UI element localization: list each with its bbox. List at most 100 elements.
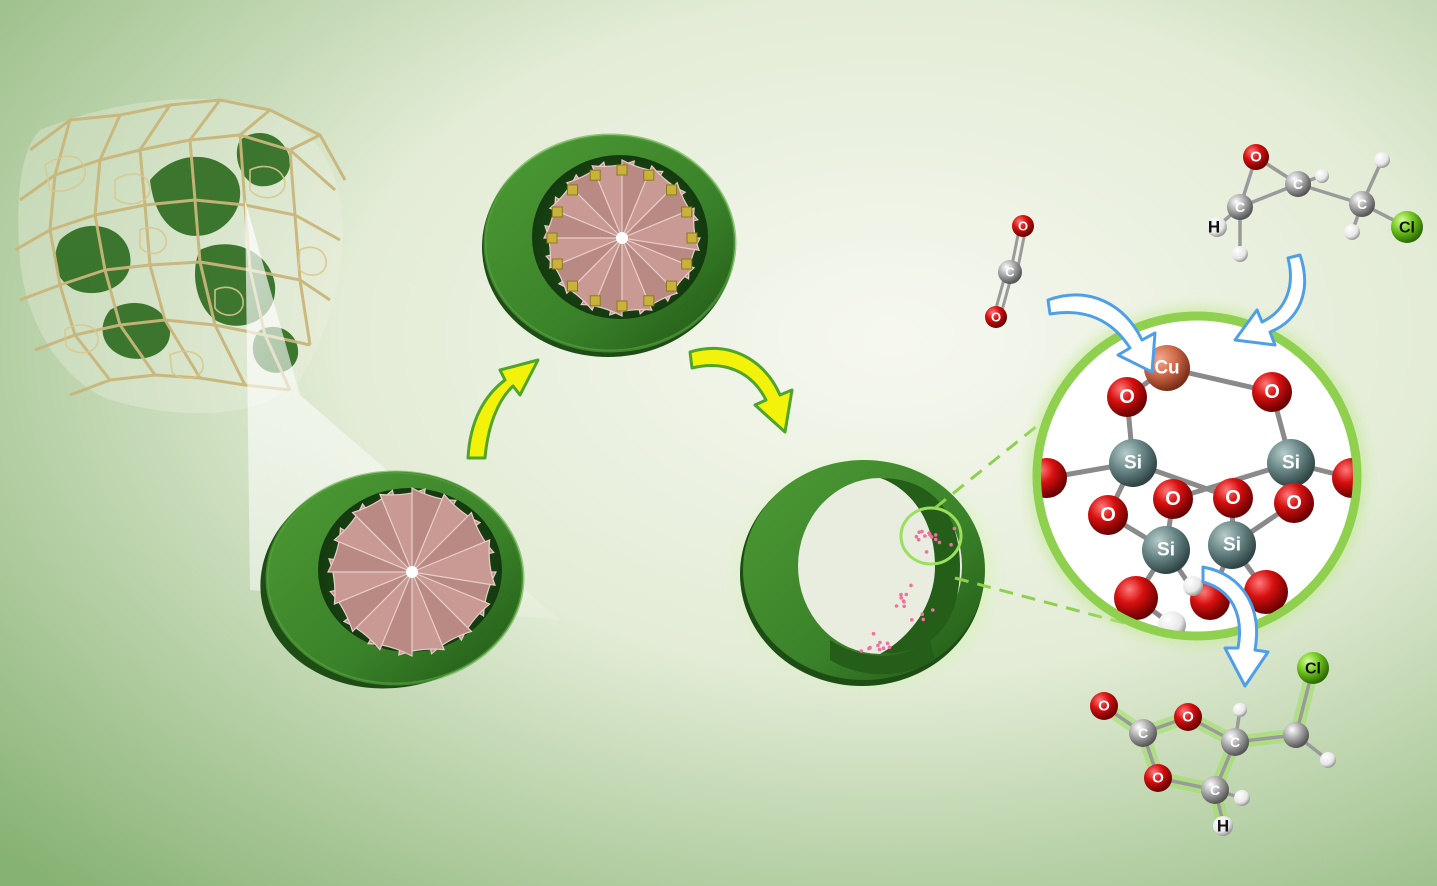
atom-label-cu: Cu xyxy=(1154,358,1179,379)
oxygen-atom xyxy=(985,306,1007,328)
nanoparticle xyxy=(887,645,892,650)
nanoparticle xyxy=(933,537,938,542)
zoom-circle xyxy=(899,506,963,566)
nanoparticle xyxy=(904,592,909,597)
cube-particle xyxy=(589,169,601,181)
mesh-fine-lattice xyxy=(44,155,327,380)
atom-label-cl: Cl xyxy=(1305,661,1321,678)
nanoparticle xyxy=(924,550,929,554)
tube-with-blades xyxy=(260,470,525,689)
tube-opening xyxy=(798,478,962,654)
tube-inner-wall xyxy=(880,478,960,654)
fan-blade xyxy=(409,538,496,586)
atom-label-si: Si xyxy=(1124,453,1142,474)
oxygen-atom xyxy=(1041,458,1067,498)
atom-label-o: O xyxy=(1018,219,1028,234)
nanoparticle xyxy=(894,604,899,608)
active-site-zoom: Cu O O Si Si O O O O Si Si xyxy=(1027,306,1367,646)
nanoparticle xyxy=(881,646,886,650)
carbon-atom xyxy=(1285,171,1311,197)
carbon-atom xyxy=(1201,776,1229,804)
atom-label-o: O xyxy=(1100,504,1116,526)
yellow-arrow-up xyxy=(466,358,540,460)
oxygen-atom xyxy=(1144,764,1172,792)
chlorine-atom xyxy=(1297,652,1329,684)
cube-particle xyxy=(616,300,628,312)
fan-blade xyxy=(410,493,482,574)
nanoparticle xyxy=(952,526,957,531)
nanoparticle xyxy=(899,592,903,597)
silicon-atom xyxy=(1109,439,1157,487)
fan-blade xyxy=(410,570,491,642)
nanoparticle xyxy=(910,618,914,622)
atom-label-c: C xyxy=(1005,265,1015,280)
nanoparticle xyxy=(899,596,903,600)
cyclic-carbonate-product: O C O O C C H Cl xyxy=(1090,652,1336,836)
atom-label-cl: Cl xyxy=(1399,220,1415,237)
yellow-arrow-down xyxy=(688,347,794,434)
copper-atom xyxy=(1144,345,1190,391)
nanoparticle xyxy=(885,641,890,646)
oxygen-atom xyxy=(1332,458,1353,498)
cube-particle xyxy=(589,295,601,307)
atom-label-h: H xyxy=(1208,218,1220,237)
cu-silicate-structure: Cu O O Si Si O O O O Si Si xyxy=(1041,345,1353,632)
carbon-atom xyxy=(1227,194,1253,220)
atom-label-si: Si xyxy=(1282,453,1300,474)
oxygen-atom xyxy=(1174,703,1202,731)
atom-label-o: O xyxy=(1250,149,1262,166)
atom-label-o: O xyxy=(1152,770,1164,787)
atom-label-o: O xyxy=(1119,386,1135,408)
nanoparticle xyxy=(949,542,953,547)
carbon-atom xyxy=(1283,722,1309,748)
nanoparticle xyxy=(920,529,924,534)
hydrogen-atom xyxy=(1213,816,1233,836)
atom-label-c: C xyxy=(1235,199,1245,215)
cube-particle xyxy=(567,184,578,196)
cube-particle xyxy=(567,280,578,292)
silicon-atom xyxy=(1208,521,1256,569)
nanoparticle xyxy=(878,640,882,645)
hydrogen-atom xyxy=(1158,611,1186,632)
cube-particle xyxy=(546,232,558,244)
fan-blade xyxy=(620,164,687,240)
oxygen-atom xyxy=(1012,215,1034,237)
cube-particle xyxy=(643,295,655,307)
cube-particle xyxy=(551,206,563,218)
hydrogen-atom xyxy=(1320,752,1336,768)
epichlorohydrin-molecule: O C C C H Cl xyxy=(1207,144,1423,262)
nanoparticle xyxy=(902,604,906,609)
nanoparticle xyxy=(871,631,876,636)
silicon-atom xyxy=(1267,439,1315,487)
chlorine-atom xyxy=(1391,211,1423,243)
hydrogen-atom xyxy=(1232,246,1248,262)
hollow-tube-with-nanoparticles xyxy=(731,456,1001,692)
atom-label-o: O xyxy=(1098,698,1110,715)
oxygen-atom xyxy=(1244,570,1288,614)
blue-arrow-product-out xyxy=(1201,565,1270,688)
porous-mesh-scaffold xyxy=(14,98,347,414)
atom-label-c: C xyxy=(1230,734,1240,750)
copper-precursor-cubes xyxy=(546,164,698,312)
atom-label-c: C xyxy=(1138,725,1148,741)
nanoparticle xyxy=(933,533,938,537)
hydrogen-atom xyxy=(1344,224,1360,240)
hydrogen-atom xyxy=(1183,576,1203,596)
nanoparticle xyxy=(877,647,882,652)
cube-particle xyxy=(643,169,655,181)
nanoparticle xyxy=(920,612,925,616)
hydrogen-atom xyxy=(1234,790,1250,806)
nanoparticle xyxy=(923,534,927,538)
atom-label-o: O xyxy=(1225,487,1241,509)
hydrogen-atom xyxy=(1315,169,1329,183)
carbon-atom xyxy=(1349,191,1375,217)
nanoparticle xyxy=(916,537,921,542)
fan-hub xyxy=(406,566,418,578)
nanoparticle xyxy=(859,649,864,653)
carbon-atom xyxy=(1129,719,1157,747)
fan-hub xyxy=(616,232,628,244)
cube-particle xyxy=(666,280,677,292)
atom-label-si: Si xyxy=(1223,535,1241,556)
nanoparticle xyxy=(914,534,919,539)
